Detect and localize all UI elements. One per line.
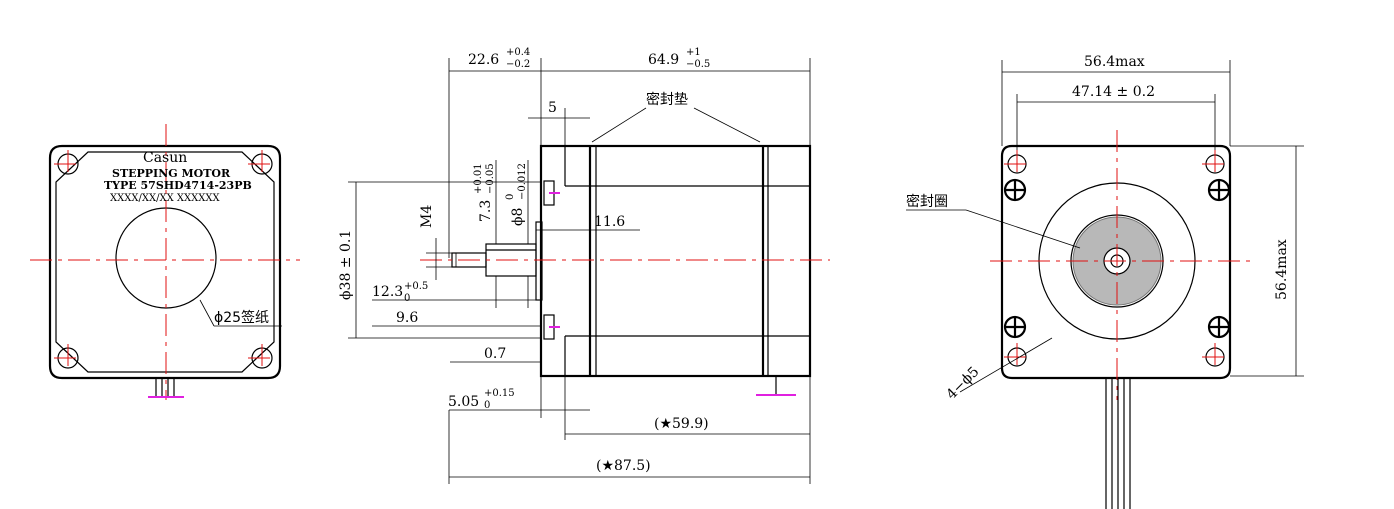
dim-123: 12.3 — [372, 284, 403, 300]
dim-holes: 47.14 ± 0.2 — [1072, 84, 1155, 100]
dim-116: 11.6 — [594, 214, 625, 230]
front-wires — [148, 378, 184, 398]
dim-thread: M4 — [419, 205, 435, 228]
back-wires — [1105, 378, 1131, 509]
svg-text:+0.15: +0.15 — [484, 388, 515, 399]
dim-body-length: 64.9 — [648, 52, 679, 68]
label-dia-text: ϕ25签纸 — [214, 309, 269, 326]
front-centerlines — [30, 124, 300, 400]
svg-text:+1: +1 — [686, 47, 701, 58]
svg-text:−0.012: −0.012 — [517, 163, 528, 200]
svg-text:−0.2: −0.2 — [506, 59, 530, 70]
back-screws — [1003, 178, 1231, 339]
back-view: 56.4max 47.14 ± 0.2 密封圈 56.4max 4−ϕ5 — [906, 54, 1304, 509]
dim-flat: 7.3 — [478, 200, 494, 222]
dim-07: 0.7 — [484, 346, 506, 362]
svg-text:+0.4: +0.4 — [506, 47, 530, 58]
back-centerlines — [990, 130, 1250, 400]
back-outline — [1000, 144, 1232, 380]
svg-text:+0.5: +0.5 — [404, 281, 428, 292]
svg-text:+0.01: +0.01 — [473, 163, 484, 194]
dim-flange: 5 — [548, 100, 557, 116]
dim-96: 9.6 — [396, 310, 418, 326]
svg-text:−0.5: −0.5 — [686, 59, 710, 70]
dim-width: 56.4max — [1084, 54, 1145, 70]
dim-shaft-length: 22.6 — [468, 52, 499, 68]
label-brand: Casun — [143, 150, 187, 166]
svg-text:0: 0 — [505, 194, 516, 200]
label-dia-leader — [199, 299, 215, 327]
front-view: Casun STEPPING MOTOR TYPE 57SHD4714-23PB… — [30, 124, 300, 400]
side-view: 22.6 +0.4 −0.2 64.9 +1 −0.5 5 密封垫 7.3 +0… — [338, 47, 830, 484]
dim-hole-dia: 4−ϕ5 — [944, 364, 983, 403]
seal-label: 密封圈 — [906, 193, 948, 210]
label-line1: STEPPING MOTOR — [112, 167, 231, 180]
gasket-label: 密封垫 — [646, 91, 688, 108]
dim-shaft-dia: ϕ8 — [510, 208, 526, 226]
dim-pilot: ϕ38 ± 0.1 — [338, 230, 354, 300]
label-line3: XXXX/XX/XX XXXXXX — [110, 193, 220, 204]
front-outline — [48, 144, 282, 380]
dim-505: 5.05 — [448, 394, 479, 410]
svg-text:0: 0 — [404, 293, 410, 304]
side-body — [539, 144, 812, 378]
svg-text:0: 0 — [484, 400, 490, 411]
dim-599: (★59.9) — [654, 416, 709, 432]
dim-875: (★87.5) — [596, 458, 651, 474]
label-line2: TYPE 57SHD4714-23PB — [104, 179, 252, 192]
svg-text:−0.05: −0.05 — [485, 163, 496, 194]
dim-height: 56.4max — [1274, 239, 1290, 300]
